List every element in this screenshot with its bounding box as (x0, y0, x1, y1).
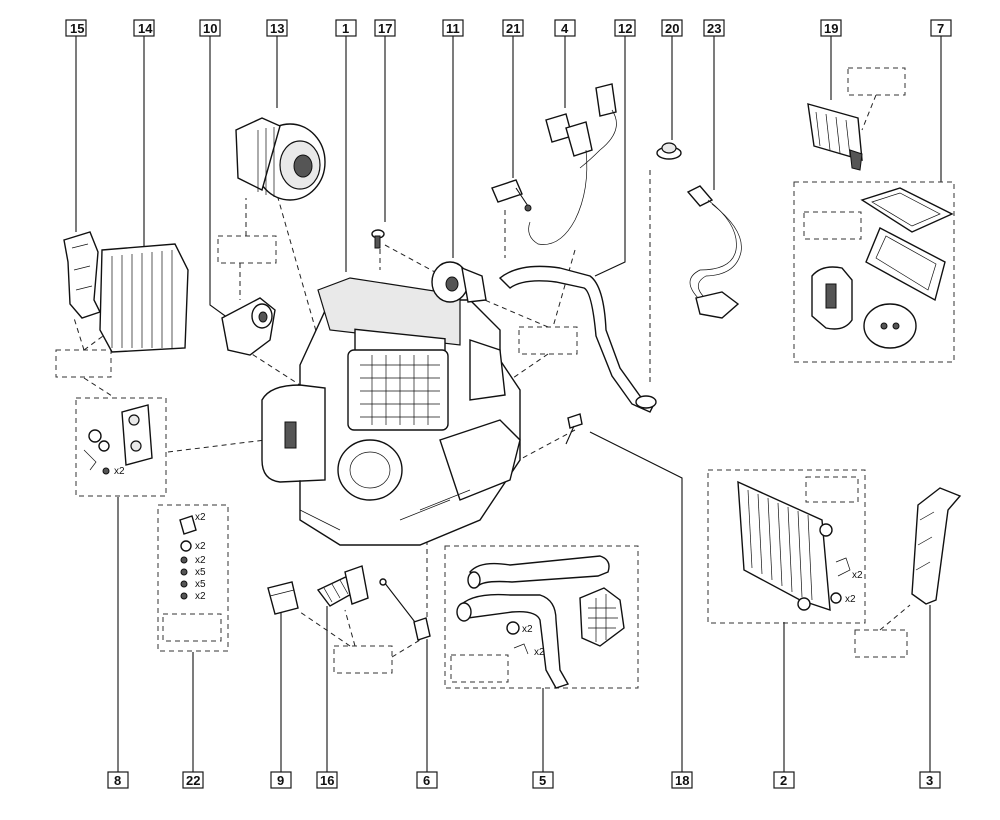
callout-11-label: 11 (446, 21, 460, 36)
blower-motor-icon (235, 117, 326, 201)
callout-16-label: 16 (320, 773, 334, 788)
fastener-kit-icon: x2 x2 x2 x5 x5 x2 (179, 512, 206, 602)
callout-13: 13 (266, 19, 288, 37)
clip-quantity: x2 (534, 647, 545, 658)
callout-3-label: 3 (926, 773, 933, 788)
callout-15-label: 15 (70, 21, 84, 36)
callout-22-label: 22 (186, 773, 200, 788)
screw-quantity: x2 (114, 466, 125, 477)
callout-2: 2 (773, 771, 795, 789)
callout-17-label: 17 (378, 21, 392, 36)
heater-clip-quantity: x2 (852, 570, 863, 581)
callout-12: 12 (614, 19, 636, 37)
kit-qty-1: x2 (195, 512, 206, 523)
callout-15: 15 (65, 19, 87, 37)
callout-19-label: 19 (824, 21, 838, 36)
callout-20-label: 20 (665, 21, 679, 36)
callout-1: 1 (335, 19, 357, 37)
actuator-motor-icon (267, 581, 299, 615)
callout-4-label: 4 (561, 21, 569, 36)
cabin-heater-element-icon (807, 103, 863, 171)
callout-1-label: 1 (342, 21, 349, 36)
kit-qty-6: x2 (195, 591, 206, 602)
callout-14-label: 14 (138, 21, 153, 36)
callout-19: 19 (820, 19, 842, 37)
callout-21-label: 21 (506, 21, 520, 36)
temperature-probe-icon (491, 179, 532, 212)
wiring-harness-icon (686, 185, 742, 319)
probe-sensor-icon (379, 578, 431, 641)
callout-22: 22 (182, 771, 204, 789)
heater-core-icon: x2 x2 (737, 480, 863, 612)
callout-10: 10 (199, 19, 221, 37)
callout-5: 5 (532, 771, 554, 789)
seal-kit-icon (811, 187, 954, 349)
leader-lines (75, 34, 942, 772)
temperature-sensor-icon (316, 565, 369, 607)
callout-11: 11 (442, 19, 464, 37)
oring-quantity: x2 (522, 624, 533, 635)
heater-oring-quantity: x2 (845, 594, 856, 605)
callout-18: 18 (671, 771, 693, 789)
callout-23: 23 (703, 19, 725, 37)
housing-screw-icon (565, 413, 583, 445)
filter-cover-bracket-icon (63, 231, 101, 319)
drain-hose-icon (498, 265, 657, 413)
callout-9: 9 (270, 771, 292, 789)
callout-10-label: 10 (203, 21, 217, 36)
callout-7: 7 (930, 19, 952, 37)
support-bracket-icon (911, 487, 962, 605)
callout-16: 16 (316, 771, 338, 789)
callout-13-label: 13 (270, 21, 284, 36)
hvac-housing-icon (261, 277, 521, 546)
callout-6: 6 (416, 771, 438, 789)
kit-qty-4: x5 (195, 567, 206, 578)
callout-2-label: 2 (780, 773, 787, 788)
dashed-group-boxes (55, 67, 955, 689)
grommet-icon (656, 142, 682, 160)
callout-9-label: 9 (277, 773, 284, 788)
sensor-connector-icon (528, 83, 617, 245)
callout-8-label: 8 (114, 773, 121, 788)
screw-icon (371, 229, 385, 249)
callout-5-label: 5 (539, 773, 546, 788)
callout-7-label: 7 (937, 21, 944, 36)
kit-qty-5: x5 (195, 579, 206, 590)
callout-14: 14 (133, 19, 155, 37)
flap-motor-icon (431, 261, 487, 303)
callout-3: 3 (919, 771, 941, 789)
drain-pipe-icon: x2 x2 (456, 555, 625, 689)
callout-20: 20 (661, 19, 683, 37)
callout-4: 4 (554, 19, 576, 37)
callout-21: 21 (502, 19, 524, 37)
callout-12-label: 12 (618, 21, 632, 36)
callout-8: 8 (107, 771, 129, 789)
cabin-filter-icon (99, 243, 189, 353)
callout-17: 17 (374, 19, 396, 37)
callout-6-label: 6 (423, 773, 430, 788)
blower-resistor-housing-icon (221, 297, 276, 356)
expansion-valve-icon: x2 (83, 404, 153, 477)
callout-23-label: 23 (707, 21, 721, 36)
kit-qty-3: x2 (195, 555, 206, 566)
kit-qty-2: x2 (195, 541, 206, 552)
callout-18-label: 18 (675, 773, 689, 788)
